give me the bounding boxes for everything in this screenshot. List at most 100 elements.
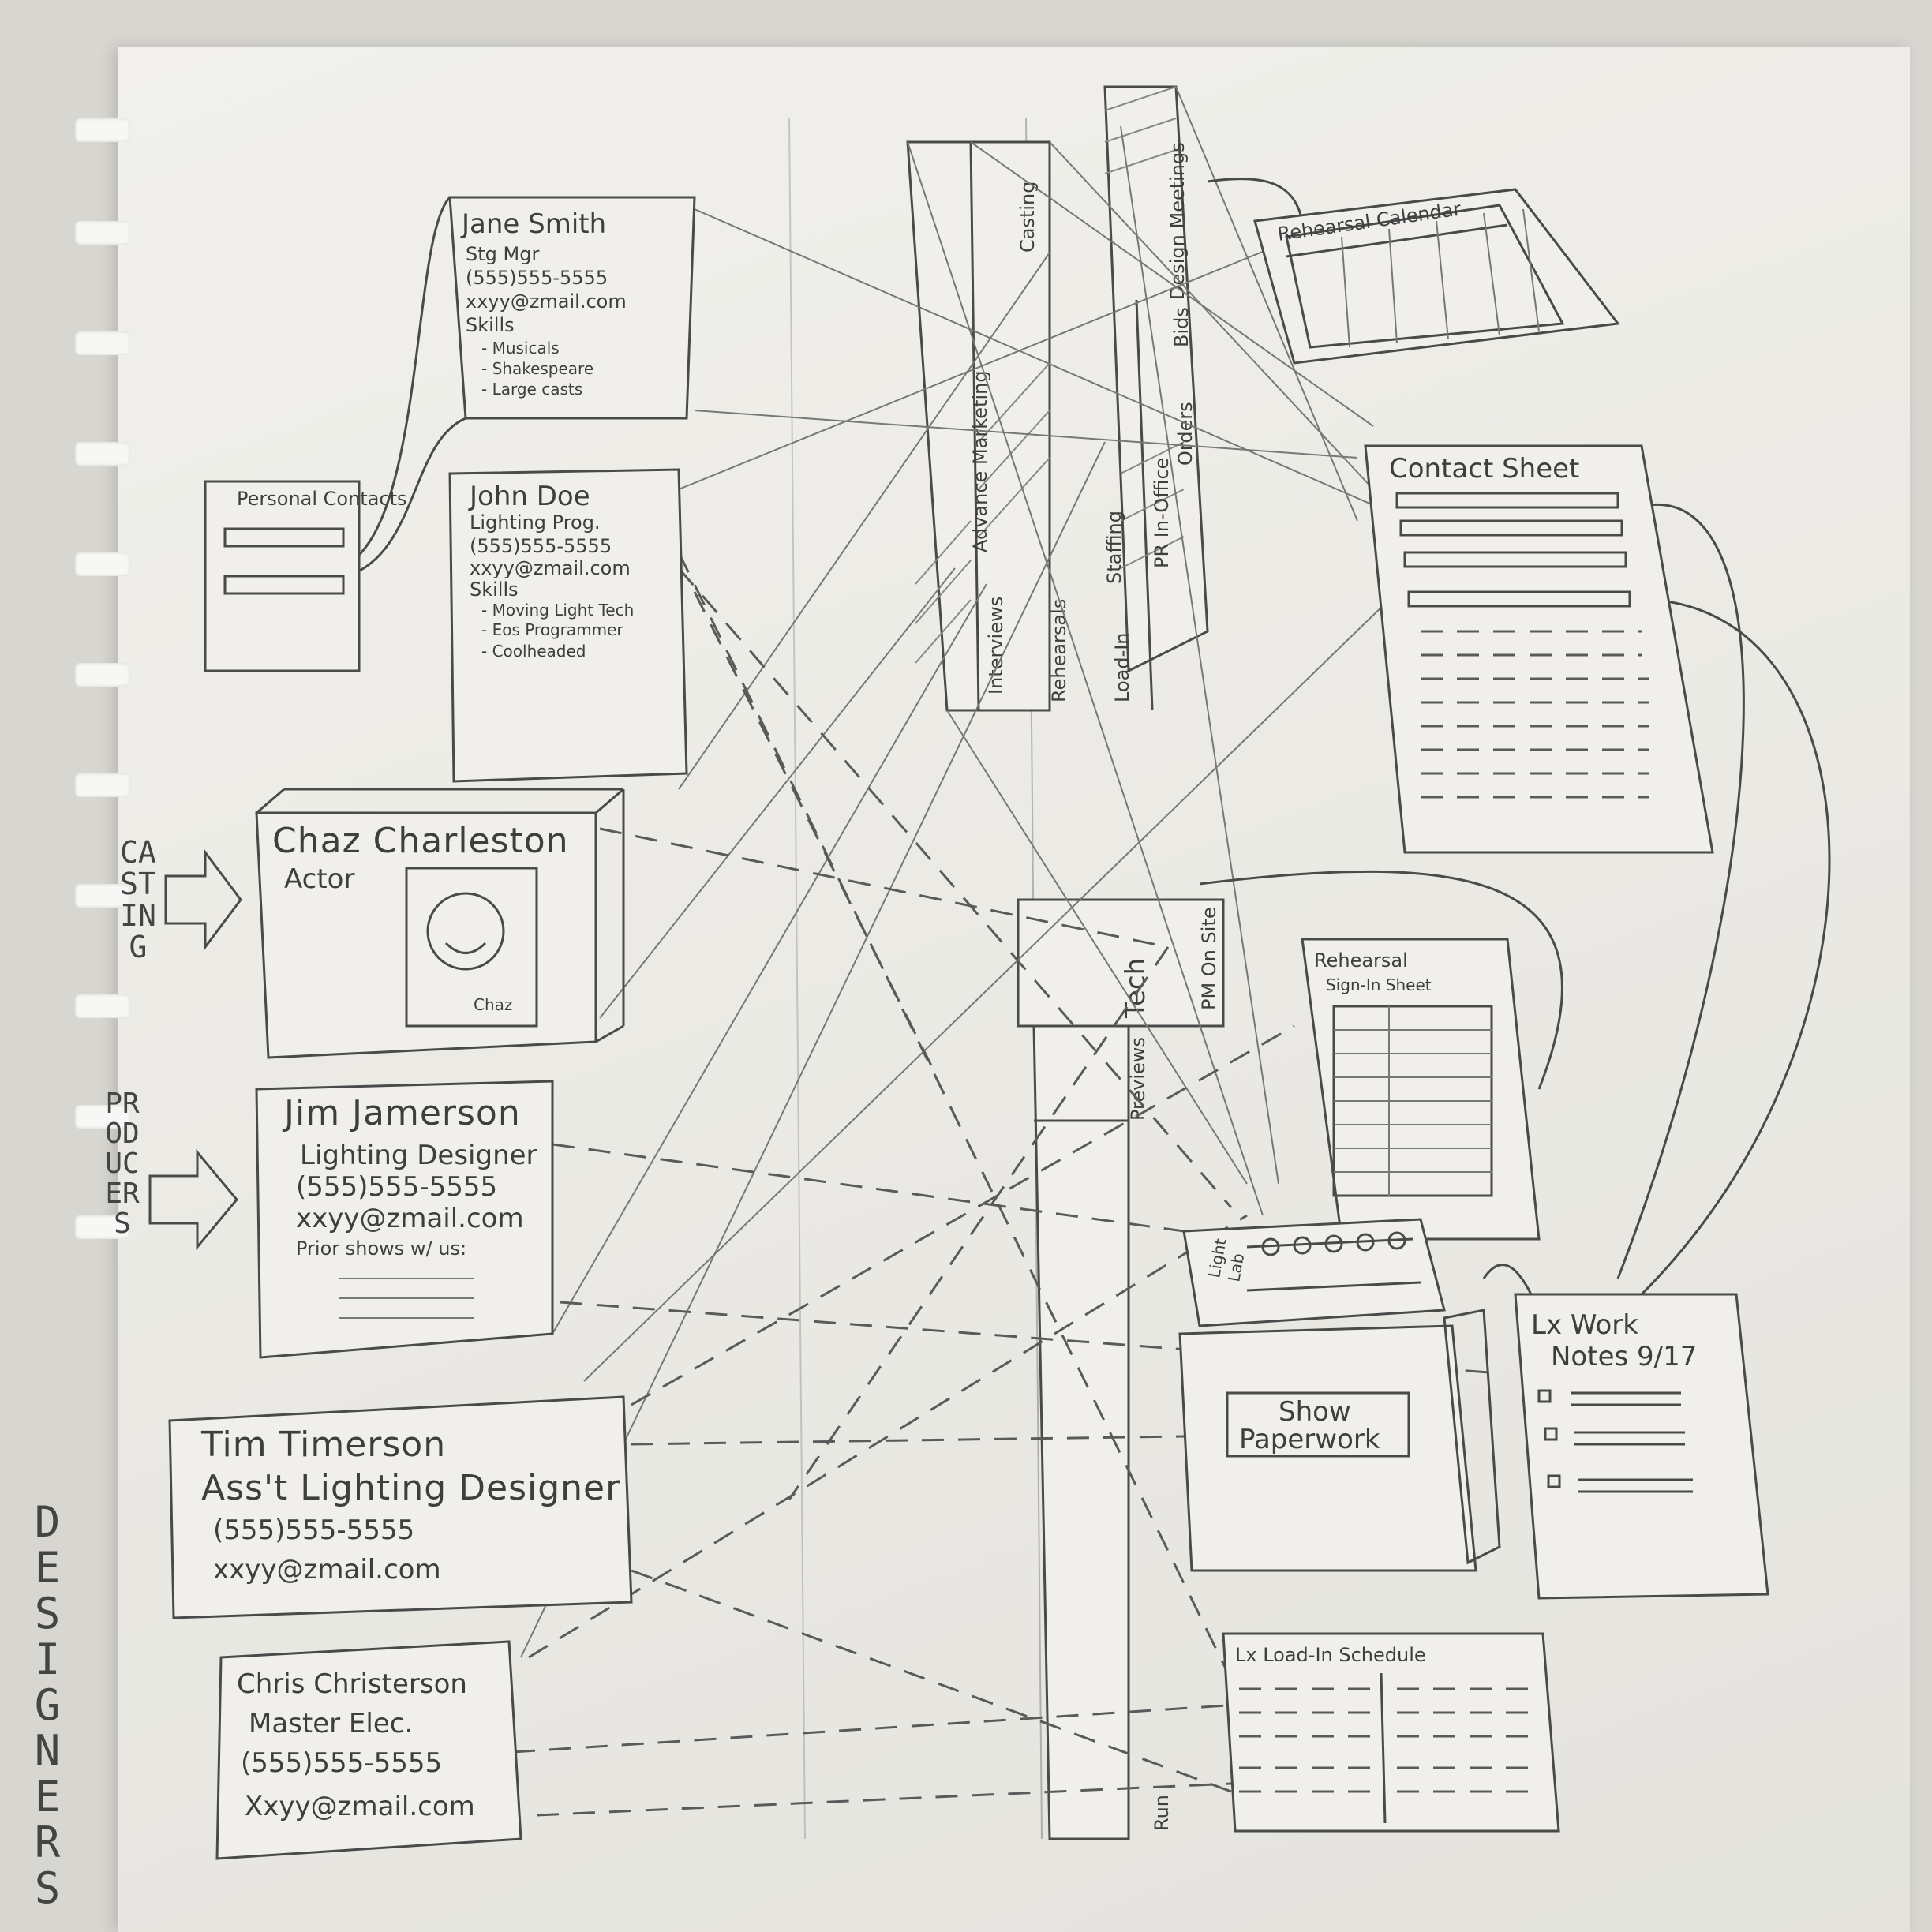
arrow-contact-to-notes-2	[1625, 598, 1831, 1296]
guide-line	[788, 118, 806, 1840]
phase-label: Interviews	[985, 597, 1007, 695]
checkbox-icon	[1544, 1427, 1558, 1441]
face-doodle-icon	[426, 892, 505, 971]
card-chaz-charleston: Chaz Charleston Actor Chaz	[255, 788, 625, 1059]
card-line: - Eos Programmer	[481, 620, 623, 639]
card-line: xxyy@zmail.com	[213, 1554, 441, 1586]
doc-title: Lx Load-In Schedule	[1235, 1644, 1426, 1666]
side-label-casting: CASTING	[120, 835, 156, 964]
card-line: Skills	[470, 578, 519, 601]
binder-ring	[75, 994, 130, 1018]
tower-divider	[969, 141, 980, 711]
doc-title: Contact Sheet	[1389, 453, 1579, 485]
doc-title: Paperwork	[1239, 1424, 1380, 1455]
tower-left-column	[906, 140, 1051, 712]
phase-label: Run	[1151, 1795, 1173, 1831]
doc-lx-work-notes: Lx Work Notes 9/17	[1514, 1293, 1769, 1600]
doc-title: Lx Work	[1531, 1309, 1638, 1341]
phase-label: Previews	[1127, 1037, 1149, 1121]
card-line: - Large casts	[481, 380, 582, 399]
card-jane-smith: Jane Smith Stg Mgr (555)555-5555 xxyy@zm…	[339, 196, 696, 578]
binder-ring	[75, 1105, 130, 1129]
binder-ring	[75, 773, 130, 797]
checkbox-icon	[1537, 1389, 1552, 1403]
doc-light-lab: Light Lab	[1182, 1218, 1446, 1327]
phase-label: Advance Marketing	[969, 370, 991, 552]
checkbox-icon	[1547, 1474, 1561, 1488]
doc-show-paperwork: Show Paperwork	[1178, 1309, 1501, 1572]
binder-ring	[75, 221, 130, 245]
doc-title: Rehearsal	[1314, 949, 1408, 972]
card-line: - Musicals	[481, 339, 560, 358]
card-name: Chaz Charleston	[272, 821, 569, 861]
phase-label: Rehearsals	[1048, 599, 1070, 702]
card-line: - Coolheaded	[481, 642, 586, 661]
side-arrows	[148, 848, 242, 1251]
side-label-designers: DESIGNERS	[34, 1497, 61, 1913]
card-line: xxyy@zmail.com	[470, 557, 631, 579]
tower-hatching	[915, 86, 1185, 664]
phase-label: Bids	[1170, 307, 1193, 347]
card-tim-timerson: Tim Timerson Ass't Lighting Designer (55…	[168, 1395, 633, 1619]
headshot-photo	[405, 867, 538, 1028]
binder-ring	[75, 442, 130, 466]
dashed-connectors	[512, 552, 1500, 1817]
card-name: Jane Smith	[460, 208, 606, 240]
card-line: Skills	[466, 314, 515, 336]
card-line: xxyy@zmail.com	[466, 290, 627, 313]
doc-title: Notes 9/17	[1551, 1341, 1697, 1372]
card-line: (555)555-5555	[213, 1515, 414, 1546]
card-line: Master Elec.	[249, 1708, 413, 1739]
binder-ring	[75, 884, 130, 908]
phase-label: Staffing	[1103, 511, 1125, 584]
binder-ring	[75, 331, 130, 355]
doc-subtitle: Sign-In Sheet	[1326, 975, 1432, 994]
card-name: Tim Timerson	[200, 1425, 446, 1465]
card-line: (555)555-5555	[241, 1747, 442, 1779]
card-line: Lighting Designer	[300, 1140, 537, 1171]
phase-label: PM On Site	[1198, 907, 1220, 1010]
arrow-lab-to-notes	[1482, 1264, 1533, 1295]
card-line: - Moving Light Tech	[481, 601, 634, 620]
solid-connectors	[520, 86, 1390, 1658]
binder-ring	[75, 663, 130, 687]
card-line: Lighting Prog.	[470, 511, 601, 534]
card-john-doe: John Doe Lighting Prog. (555)555-5555 xx…	[448, 468, 688, 783]
card-line: (555)555-5555	[470, 535, 612, 557]
card-jim-jamerson: Jim Jamerson Lighting Designer (555)555-…	[255, 1080, 554, 1359]
doc-contact-sheet: Contact Sheet	[1364, 444, 1714, 854]
tower-lower-column	[1032, 1024, 1130, 1840]
card-name: Chris Christerson	[237, 1668, 467, 1700]
tower-mid-column	[1103, 85, 1209, 673]
phase-label: Casting	[1017, 182, 1039, 253]
card-line: (555)555-5555	[296, 1171, 497, 1203]
card-line: Stg Mgr	[466, 243, 539, 265]
card-line: (555)555-5555	[466, 267, 608, 289]
arrow-to-calendar	[1207, 178, 1304, 222]
timeline-tower: Interviews Advance Marketing Rehearsals …	[906, 85, 1225, 1840]
doc-rehearsal-calendar: Rehearsal Calendar	[1253, 188, 1620, 365]
phase-label: PR In-Office	[1151, 458, 1173, 568]
card-personal-contacts: Personal Contacts	[204, 480, 407, 672]
card-role: Actor	[284, 863, 354, 895]
card-line: xxyy@zmail.com	[296, 1203, 524, 1234]
card-title: Personal Contacts	[237, 488, 407, 510]
phase-label: Orders	[1174, 402, 1196, 466]
binder-ring	[75, 118, 130, 142]
binder-ring	[75, 1215, 130, 1239]
card-line: Ass't Lighting Designer	[201, 1468, 620, 1508]
side-label-producers: PRODUCERS	[105, 1088, 140, 1240]
photo-caption: Chaz	[474, 995, 512, 1014]
arrow-casting-icon	[164, 848, 242, 951]
arrow-producers-icon	[148, 1148, 238, 1251]
card-name: Jim Jamerson	[282, 1093, 521, 1133]
tech-box	[1017, 898, 1225, 1028]
curved-arrows	[1199, 178, 1831, 1296]
card-line: Prior shows w/ us:	[296, 1237, 466, 1260]
doc-signin-sheet: Rehearsal Sign-In Sheet	[1301, 938, 1541, 1241]
phase-label: Design Meetings	[1166, 142, 1189, 300]
card-name: John Doe	[468, 481, 590, 512]
card-chris-christerson: Chris Christerson Master Elec. (555)555-…	[215, 1640, 522, 1860]
